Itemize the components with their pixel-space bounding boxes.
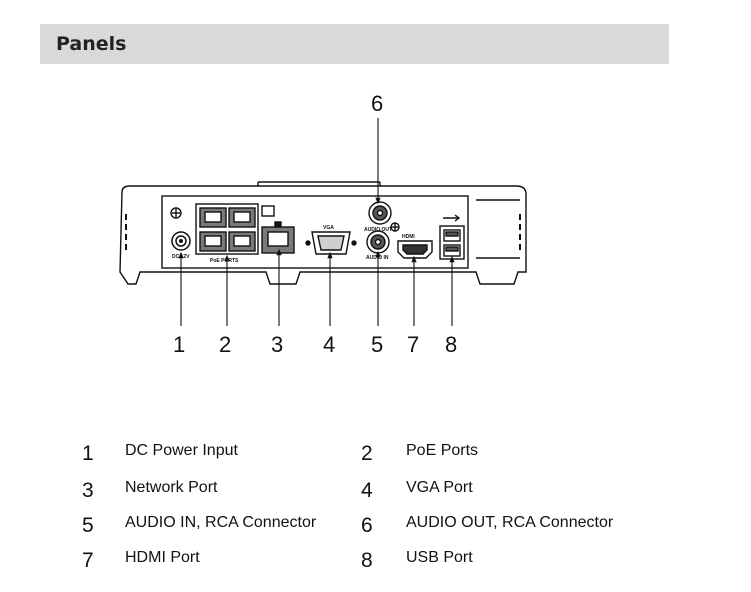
vga-label: VGA [323, 225, 334, 231]
callout-2: 2 [219, 332, 231, 357]
callout-6: 6 [371, 91, 383, 116]
callout-4: 4 [323, 332, 335, 357]
callout-5: 5 [371, 332, 383, 357]
dc-power-jack [170, 207, 191, 251]
hdmi-port [397, 240, 433, 259]
legend-label: HDMI Port [125, 549, 200, 566]
legend-label: AUDIO IN, RCA Connector [125, 514, 317, 531]
vga-port [305, 231, 357, 255]
legend-label: AUDIO OUT, RCA Connector [406, 514, 614, 531]
legend-number: 6 [361, 514, 373, 537]
usb-ports [439, 214, 465, 260]
section-header: Panels [40, 24, 669, 64]
callout-1: 1 [173, 332, 185, 357]
legend-number: 3 [82, 479, 94, 502]
callout-3: 3 [271, 332, 283, 357]
legend-number: 8 [361, 549, 373, 572]
legend-label: DC Power Input [125, 442, 238, 459]
poe-label: PoE PORTS [210, 258, 239, 264]
audio-in-label: AUDIO IN [366, 255, 389, 261]
poe-ports [195, 203, 259, 255]
callout-7: 7 [407, 332, 419, 357]
section-title: Panels [56, 33, 127, 55]
legend-label: PoE Ports [406, 442, 479, 459]
legend-label: USB Port [406, 549, 473, 566]
legend-number: 7 [82, 549, 94, 572]
legend-number: 5 [82, 514, 94, 537]
legend-number: 4 [361, 479, 373, 502]
callout-8: 8 [445, 332, 457, 357]
legend-number: 2 [361, 442, 373, 465]
audio-in-rca [366, 230, 390, 254]
leader-lines [178, 118, 455, 326]
legend-label: VGA Port [406, 479, 473, 496]
hdmi-label: HDMI [402, 234, 415, 240]
legend-label: Network Port [125, 479, 218, 496]
network-port [261, 205, 295, 254]
audio-out-label: AUDIO OUT [364, 227, 392, 233]
legend-number: 1 [82, 442, 94, 465]
